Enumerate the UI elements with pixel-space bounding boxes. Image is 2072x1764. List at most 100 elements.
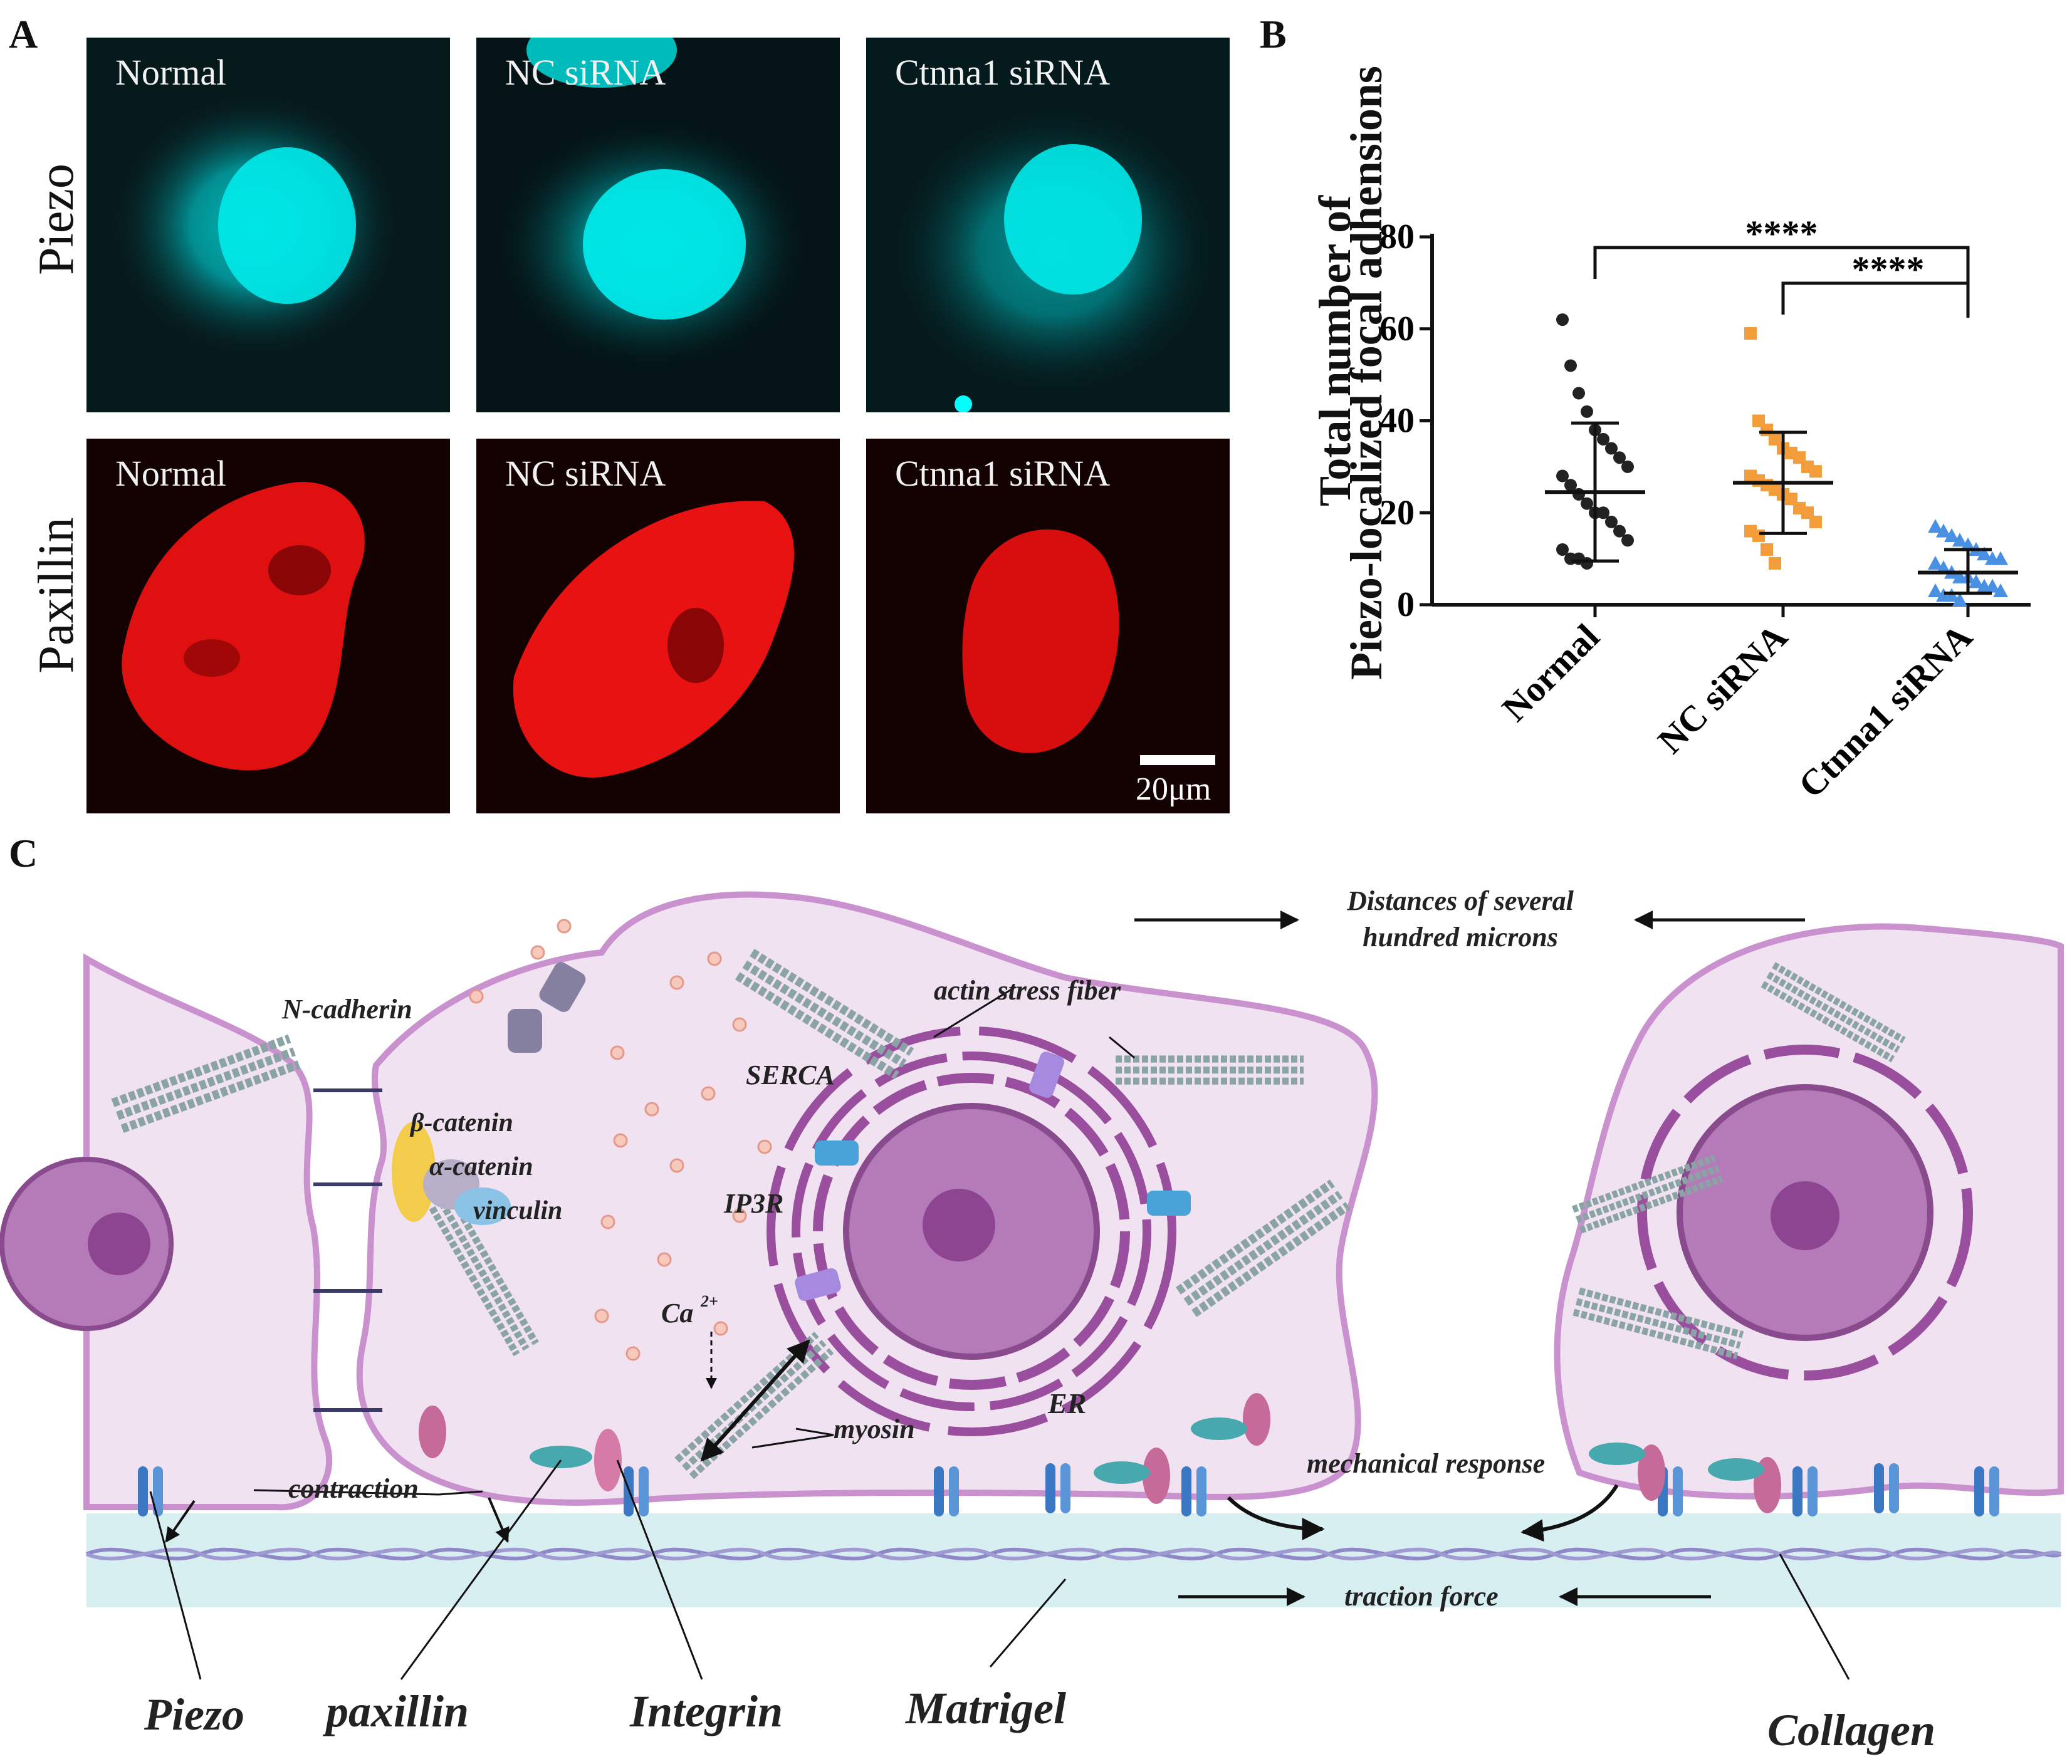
data-point [1928,583,1943,597]
data-point [1597,432,1609,446]
micrograph-label: Normal [115,453,227,494]
label-paxillin: paxillin [322,1686,469,1736]
label-piezo: Piezo [144,1689,244,1740]
label-myosin: myosin [834,1414,915,1444]
micrograph-label: NC siRNA [505,453,666,494]
integrin-protein [1191,1417,1247,1440]
label-traction-force: traction force [1344,1581,1499,1612]
serca-pump [815,1140,859,1166]
data-point [1952,592,1967,607]
label-actin-stress-fiber: actin stress fiber [934,975,1121,1006]
matrigel-layer [86,1513,2061,1607]
x-tick-label: Ctnna1 siRNA [1791,616,1980,805]
micrograph-paxillin-normal-image [86,439,450,813]
significance-bracket [1781,281,1970,318]
ip3r-channel [795,1268,841,1302]
y-tick-label: 40 [1379,402,1415,441]
label-mechanical-response: mechanical response [1307,1448,1545,1479]
actin-fiber [1116,1059,1304,1081]
integrin-protein [1589,1443,1645,1465]
integrin-protein [530,1446,592,1468]
micrograph-paxillin-ctnna1: Ctnna1 siRNA 20μm [866,439,1230,813]
data-point [1944,588,1959,602]
micrograph-label: Ctnna1 siRNA [895,52,1111,93]
label-contraction: contraction [288,1473,419,1504]
micrograph-piezo-nc: NC siRNA [476,38,840,412]
data-point [1809,515,1822,528]
nucleolus [923,1189,995,1261]
data-point [1613,451,1626,464]
panel-c-letter: C [9,831,38,875]
paxillin-protein [1638,1444,1665,1501]
data-point [1581,497,1593,510]
data-point [1564,359,1577,372]
label-collagen: Collagen [1767,1705,1935,1755]
data-point [1936,523,1951,538]
micrograph-paxillin-ctnna1-image [866,439,1230,813]
piezo-channel-membrane [539,962,586,1012]
data-point [1621,534,1634,547]
integrin-protein [1708,1458,1764,1481]
piezo-channel-membrane [508,1009,542,1053]
label-distances-1: Distances of several [1346,885,1574,916]
mechanism-diagram: Distances of several hundred microns N-c… [0,885,2064,1755]
data-point [1985,578,2000,593]
label-n-cadherin: N-cadherin [281,994,412,1025]
micrograph-piezo-normal-image [86,38,450,412]
data-point [1944,528,1959,542]
micrograph-label: Ctnna1 siRNA [895,453,1111,494]
integrin-protein [1094,1461,1150,1484]
data-point [1564,479,1577,492]
micrograph-paxillin-nc-image [476,439,840,813]
data-point [1605,515,1618,528]
collagen-fiber [85,1547,2062,1561]
x-tick-label: NC siRNA [1650,616,1796,761]
nucleolus [88,1213,150,1275]
significance-label: **** [1745,213,1818,254]
panel-b-letter: B [1260,12,1287,56]
label-serca: SERCA [746,1060,835,1090]
leader-lines [149,986,1850,1680]
label-ca: Ca [661,1298,693,1328]
data-point [1761,543,1773,556]
vinculin-protein [454,1187,511,1225]
nucleolus [1771,1181,1839,1250]
row-label-paxillin: Paxillin [29,517,84,674]
nucleus-left [0,1157,174,1331]
data-point [1928,555,1943,570]
scale-bar [1140,755,1215,765]
ip3r-channel [1029,1052,1064,1098]
data-point [1960,537,1975,551]
micrograph-label: NC siRNA [505,52,666,93]
data-point [1744,327,1757,340]
data-point [1993,583,2008,597]
data-point [1969,574,1984,588]
label-alpha-catenin: α-catenin [429,1152,533,1181]
micrograph-piezo-ctnna1: Ctnna1 siRNA [866,38,1230,412]
data-point [1597,506,1609,519]
data-point [1605,442,1618,455]
significance-label: **** [1852,249,1925,290]
paxillin-protein [594,1429,622,1491]
y-tick-label: 60 [1379,310,1415,348]
y-tick-label: 80 [1379,217,1415,256]
paxillin-protein [419,1406,446,1458]
er-membrane [767,1026,1176,1436]
diagram-labels: Distances of several hundred microns N-c… [144,885,1935,1755]
data-point [1572,387,1585,400]
serca-pump [1147,1191,1191,1216]
data-point [1993,551,2008,565]
micrograph-paxillin-nc: NC siRNA [476,439,840,813]
paxillin-protein [1243,1393,1270,1446]
y-tick-label: 0 [1397,585,1415,624]
row-label-piezo: Piezo [29,164,84,275]
micrograph-paxillin-normal: Normal [86,439,450,813]
data-point [1581,556,1593,570]
data-point [1809,465,1822,478]
data-point [1556,469,1569,483]
micrograph-piezo-normal: Normal [86,38,450,412]
left-cell [83,953,333,1511]
calcium-ions [469,919,772,1361]
paxillin-protein [1143,1448,1170,1504]
